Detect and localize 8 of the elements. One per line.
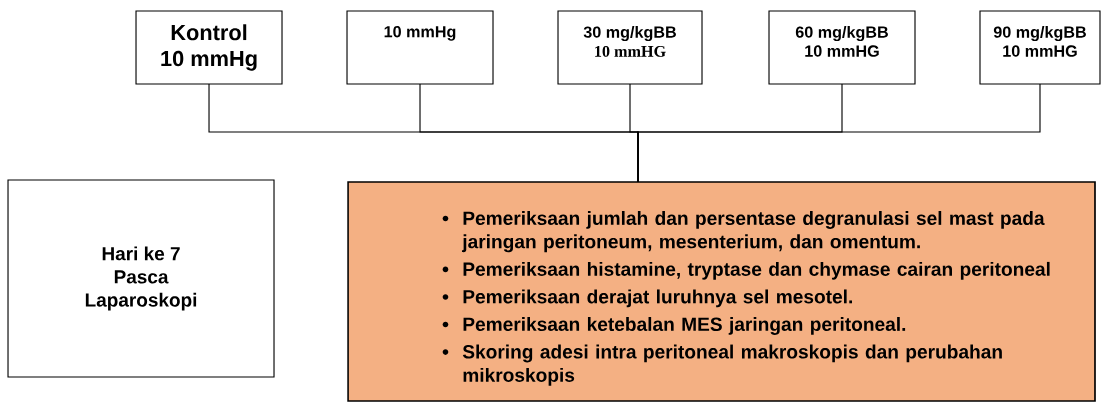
- connector-line: [637, 83, 1041, 183]
- group-box: 10 mmHg: [346, 10, 494, 85]
- group-box: 90 mg/kgBB 10 mmHG: [979, 10, 1101, 85]
- group-box: Kontrol 10 mmHg: [135, 10, 283, 85]
- group-box: 30 mg/kgBB 10 mmHG: [557, 10, 703, 85]
- time-point-box: Hari ke 7 Pasca Laparoskopi: [7, 179, 275, 378]
- examination-box: Pemeriksaan jumlah dan persentase degranulasi sel mast pada jaringan peritoneum, mesenterium, dan omentum. Pemeriksaan histamine, tryptase dan chymase cairan peritoneal Pemeriksaan derajat luruhnya sel mesotel. Pemeriksaan ketebalan MES jaringan peritoneal. Skoring adesi intra peritoneal makroskopis dan perubahan mikroskopis: [347, 181, 1096, 402]
- group-box: 60 mg/kgBB 10 mmHG: [768, 10, 916, 85]
